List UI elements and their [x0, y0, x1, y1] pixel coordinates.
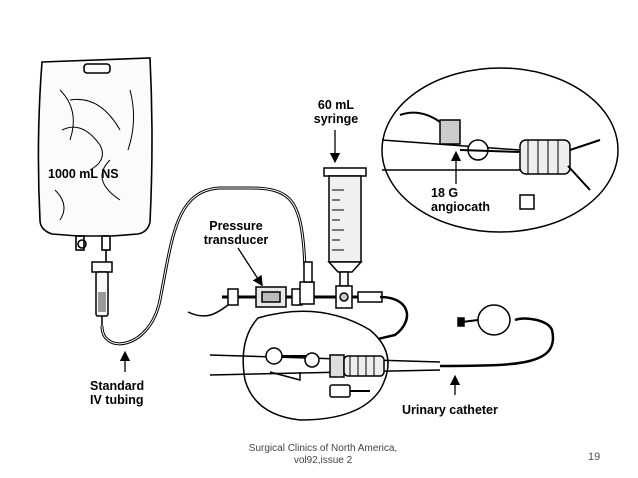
balloon [457, 304, 511, 336]
urinary-catheter-tube [439, 317, 555, 368]
iv-bag [37, 57, 153, 262]
label-arrows [119, 130, 462, 395]
drip-chamber [91, 261, 113, 326]
label-pressure-transducer: Pressure transducer [203, 219, 269, 247]
angiocath-magnified [381, 67, 619, 233]
label-angiocath: 18 G angiocath [431, 186, 491, 214]
page-number: 19 [588, 451, 601, 463]
label-syringe: 60 mL syringe [313, 98, 359, 126]
label-urinary-catheter: Urinary catheter [402, 403, 498, 417]
label-iv-tubing: Standard IV tubing [90, 379, 145, 407]
transducer-assembly [187, 261, 383, 317]
citation-caption: Surgical Clinics of North America, vol92… [248, 443, 398, 466]
syringe [323, 167, 367, 287]
label-ns-bag: 1000 mL NS [48, 167, 119, 181]
catheter-port-magnified [209, 310, 441, 421]
connector-tubing [329, 295, 409, 352]
